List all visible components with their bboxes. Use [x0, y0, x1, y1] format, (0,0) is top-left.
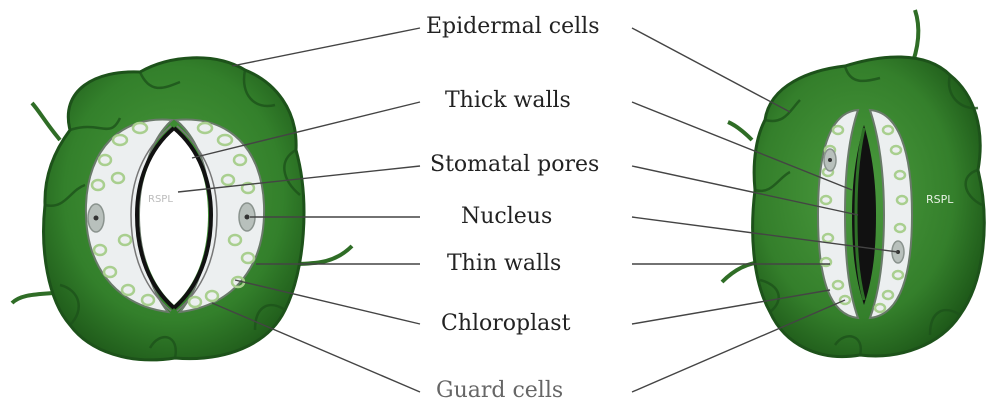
open-stoma [12, 58, 352, 360]
epidermal-hair [728, 122, 752, 140]
watermark-left: RSPL [148, 194, 173, 205]
label-nucleus: Nucleus [461, 206, 552, 228]
label-chloroplast: Chloroplast [441, 313, 570, 335]
closed-stoma [722, 10, 984, 357]
label-stomatal-pores: Stomatal pores [430, 154, 599, 176]
label-thin-walls: Thin walls [447, 253, 561, 275]
epidermal-hair [32, 103, 60, 140]
label-guard-cells: Guard cells [436, 380, 563, 402]
watermark-right: RSPL [926, 193, 954, 206]
label-epidermal-cells: Epidermal cells [426, 16, 600, 38]
label-thick-walls: Thick walls [445, 90, 571, 112]
